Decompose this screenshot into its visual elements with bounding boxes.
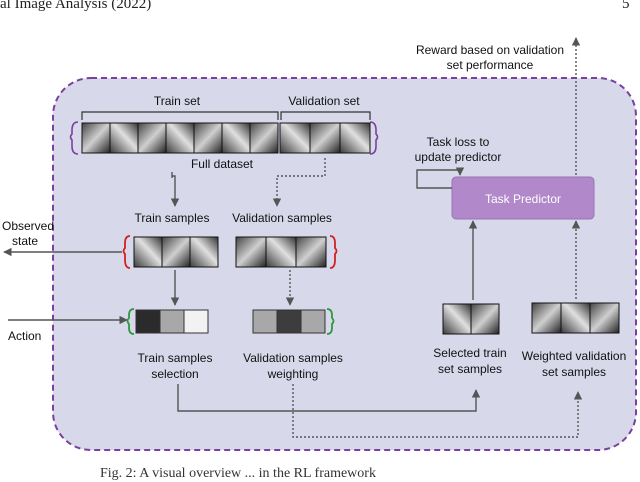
- rl-environment-region: [52, 77, 637, 451]
- observed-state-label-line1: Observed: [2, 219, 54, 233]
- train-samples-label: Train samples: [135, 211, 210, 225]
- train-sample-arrow: [170, 172, 180, 207]
- state-right-bracket: [329, 235, 338, 269]
- train-selection-label-line1: Train samples: [138, 351, 213, 365]
- action-label: Action: [8, 329, 41, 343]
- page-number: 5: [622, 0, 630, 12]
- full-dataset-images: [81, 122, 371, 154]
- weighted-validation-label-line2: set samples: [542, 365, 606, 379]
- action-left-bracket: [126, 308, 135, 335]
- reward-label-line1: Reward based on validation: [416, 43, 564, 57]
- train-selection-label-line2: selection: [151, 367, 198, 381]
- task-loss-loop-arrow: [416, 167, 465, 189]
- selection-to-selected-arrow: [177, 384, 481, 412]
- train-set-brace: [81, 111, 279, 120]
- figure-caption: Fig. 2: A visual overview ... in the RL …: [100, 466, 376, 481]
- task-loss-label-line2: update predictor: [415, 150, 502, 164]
- full-dataset-label: Full dataset: [191, 157, 254, 171]
- header-fragment: al Image Analysis (2022): [0, 0, 152, 12]
- selected-train-label-line1: Selected train: [433, 346, 506, 360]
- validation-sample-arrow: [272, 158, 326, 207]
- train-samples-images: [133, 236, 219, 268]
- rl-framework-diagram: Train set Validation set Full dataset Tr…: [2, 37, 637, 451]
- task-predictor-label: Task Predictor: [485, 192, 561, 206]
- validation-weighting-weights: [252, 309, 326, 334]
- full-dataset-right-bracket: [369, 121, 379, 155]
- train-set-label: Train set: [154, 94, 201, 108]
- weighted-validation-images: [531, 302, 620, 334]
- validation-set-brace: [280, 111, 371, 120]
- full-dataset-left-bracket: [69, 121, 79, 155]
- reward-label-line2: set performance: [447, 58, 534, 72]
- weighted-validation-label-line1: Weighted validation: [522, 349, 627, 363]
- action-right-bracket: [326, 308, 335, 335]
- selected-train-label-line2: set samples: [438, 362, 502, 376]
- validation-weighting-label-line1: Validation samples: [243, 351, 343, 365]
- state-left-bracket: [122, 235, 131, 269]
- validation-set-label: Validation set: [288, 94, 360, 108]
- task-loss-label-line1: Task loss to: [427, 135, 490, 149]
- validation-weighting-label-line2: weighting: [267, 367, 319, 381]
- validation-samples-images: [235, 236, 327, 268]
- selected-train-images: [442, 303, 500, 335]
- weighting-to-weighted-arrow: [292, 384, 583, 438]
- observed-state-label-line2: state: [12, 234, 38, 248]
- train-selection-weights: [135, 309, 209, 334]
- validation-samples-label: Validation samples: [232, 211, 332, 225]
- task-predictor-box: [451, 176, 595, 220]
